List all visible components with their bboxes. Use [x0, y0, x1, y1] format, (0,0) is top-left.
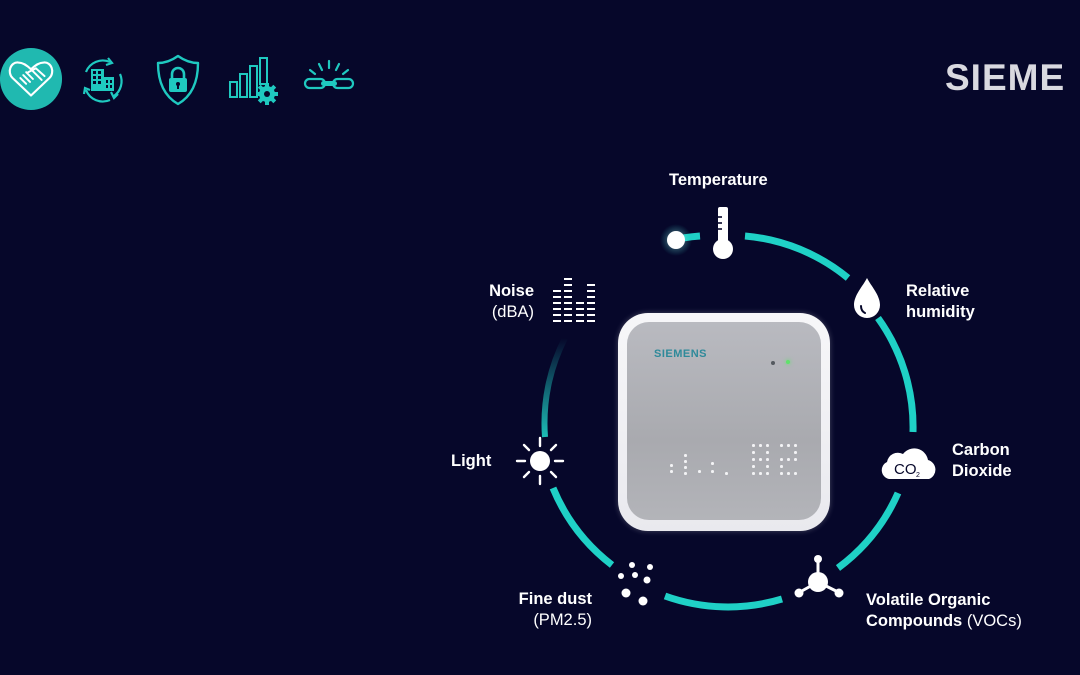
nav-icon-handshake[interactable]	[0, 47, 63, 111]
svg-text:CO: CO	[894, 461, 917, 478]
nav-icon-security[interactable]	[146, 48, 210, 112]
co2-cloud-icon: CO 2	[881, 448, 936, 479]
label-light: Light	[451, 452, 492, 470]
sun-icon	[515, 436, 565, 486]
chart-gear-icon	[229, 57, 278, 105]
link-chain-icon	[303, 59, 355, 90]
molecule-icon	[794, 555, 844, 598]
status-led-on	[786, 360, 790, 364]
label-fine-dust: Fine dust (PM2.5)	[518, 590, 592, 629]
water-drop-icon	[854, 278, 880, 318]
thermometer-icon	[713, 207, 733, 259]
label-noise: Noise (dBA)	[489, 282, 534, 321]
handshake-heart-icon	[0, 47, 63, 111]
nav-icon-building[interactable]	[70, 48, 134, 112]
label-voc: Volatile Organic Compounds (VOCs)	[866, 591, 1022, 630]
status-led-off	[771, 361, 775, 365]
label-temperature: Temperature	[669, 171, 768, 189]
label-humidity: Relative humidity	[906, 282, 975, 321]
device-logo: SIEMENS	[654, 348, 708, 360]
room-sensor-device: SIEMENS	[618, 313, 830, 531]
equalizer-icon	[553, 278, 595, 322]
dust-particles-icon	[618, 562, 653, 606]
nav-icon-analytics[interactable]	[220, 48, 284, 112]
device-face: SIEMENS	[627, 322, 821, 520]
building-cycle-icon	[82, 57, 123, 103]
svg-text:2: 2	[916, 472, 920, 479]
label-co2: Carbon Dioxide	[952, 441, 1012, 480]
nav-icon-connectivity[interactable]	[297, 48, 361, 112]
shield-lock-icon	[156, 54, 200, 106]
brand-logo: SIEME	[945, 57, 1066, 98]
